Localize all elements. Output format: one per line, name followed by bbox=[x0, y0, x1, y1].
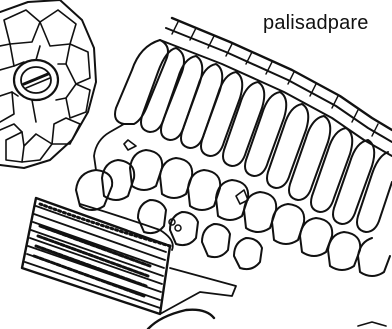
palisade-label: palisadpare bbox=[263, 12, 369, 35]
bottom-right-mark bbox=[358, 322, 386, 326]
epidermis-surface-view bbox=[0, 0, 96, 168]
vascular-bundle bbox=[22, 198, 236, 314]
upper-epidermis bbox=[160, 18, 392, 156]
